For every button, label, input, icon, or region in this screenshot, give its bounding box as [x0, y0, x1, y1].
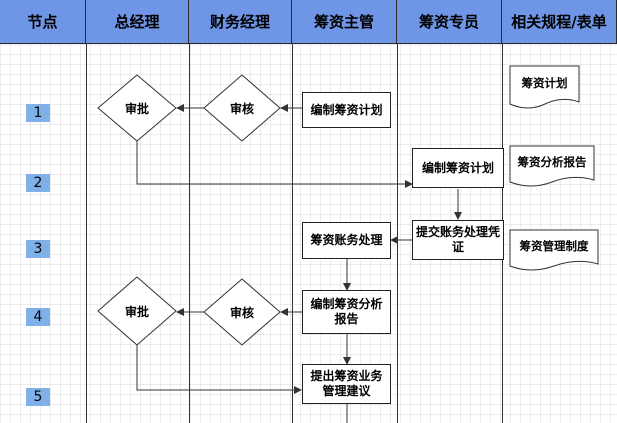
- doc-policy-label: 筹资管理制度: [519, 239, 589, 253]
- arrow-approve-to-suggestion: [136, 345, 302, 394]
- lane-divider: [86, 44, 87, 423]
- header-node: 节点: [0, 0, 86, 44]
- approve1-label: 审批: [124, 101, 149, 116]
- header-docs-label: 相关规程/表单: [511, 13, 607, 31]
- review1-label: 审核: [229, 101, 254, 116]
- approve2-label: 审批: [124, 304, 149, 319]
- document-shape-plan: [509, 65, 580, 109]
- review2-label: 审核: [229, 305, 254, 320]
- decision-diamond-review1: [203, 74, 281, 142]
- header-fm: 财务经理: [189, 0, 292, 44]
- node-label-5: 5: [26, 388, 50, 406]
- lane-divider: [292, 44, 293, 423]
- header-specialist-label: 筹资专员: [418, 13, 479, 31]
- header-gm: 总经理: [86, 0, 189, 44]
- doc-plan-label: 筹资计划: [521, 76, 568, 90]
- header-docs: 相关规程/表单: [502, 0, 617, 44]
- header-node-label: 节点: [27, 13, 58, 31]
- decision-diamond-review2: [203, 278, 281, 346]
- node-label-4: 4: [26, 308, 50, 326]
- arrow-approve-to-specialist: [136, 141, 413, 188]
- node-label-3: 3: [26, 240, 50, 258]
- document-shape-policy: [509, 229, 599, 271]
- step-analysis-report: 编制筹资分析报告: [302, 290, 391, 334]
- step-accounting: 筹资账务处理: [302, 222, 391, 259]
- node-label-1: 1: [26, 104, 50, 122]
- header-fm-label: 财务经理: [209, 13, 270, 31]
- lane-divider: [397, 44, 398, 423]
- document-shape-analysis: [509, 145, 595, 187]
- step-plan-specialist: 编制筹资计划: [412, 148, 504, 188]
- node-label-2: 2: [26, 174, 50, 192]
- header-supervisor-label: 筹资主管: [313, 13, 374, 31]
- step-plan-supervisor: 编制筹资计划: [302, 92, 391, 128]
- header-specialist: 筹资专员: [397, 0, 502, 44]
- header-supervisor: 筹资主管: [292, 0, 397, 44]
- lane-divider: [189, 44, 190, 423]
- step-submit-voucher: 提交账务处理凭证: [412, 220, 504, 260]
- step-suggestion: 提出筹资业务管理建议: [302, 364, 391, 404]
- doc-analysis-label: 筹资分析报告: [517, 155, 587, 169]
- header-gm-label: 总经理: [114, 13, 160, 31]
